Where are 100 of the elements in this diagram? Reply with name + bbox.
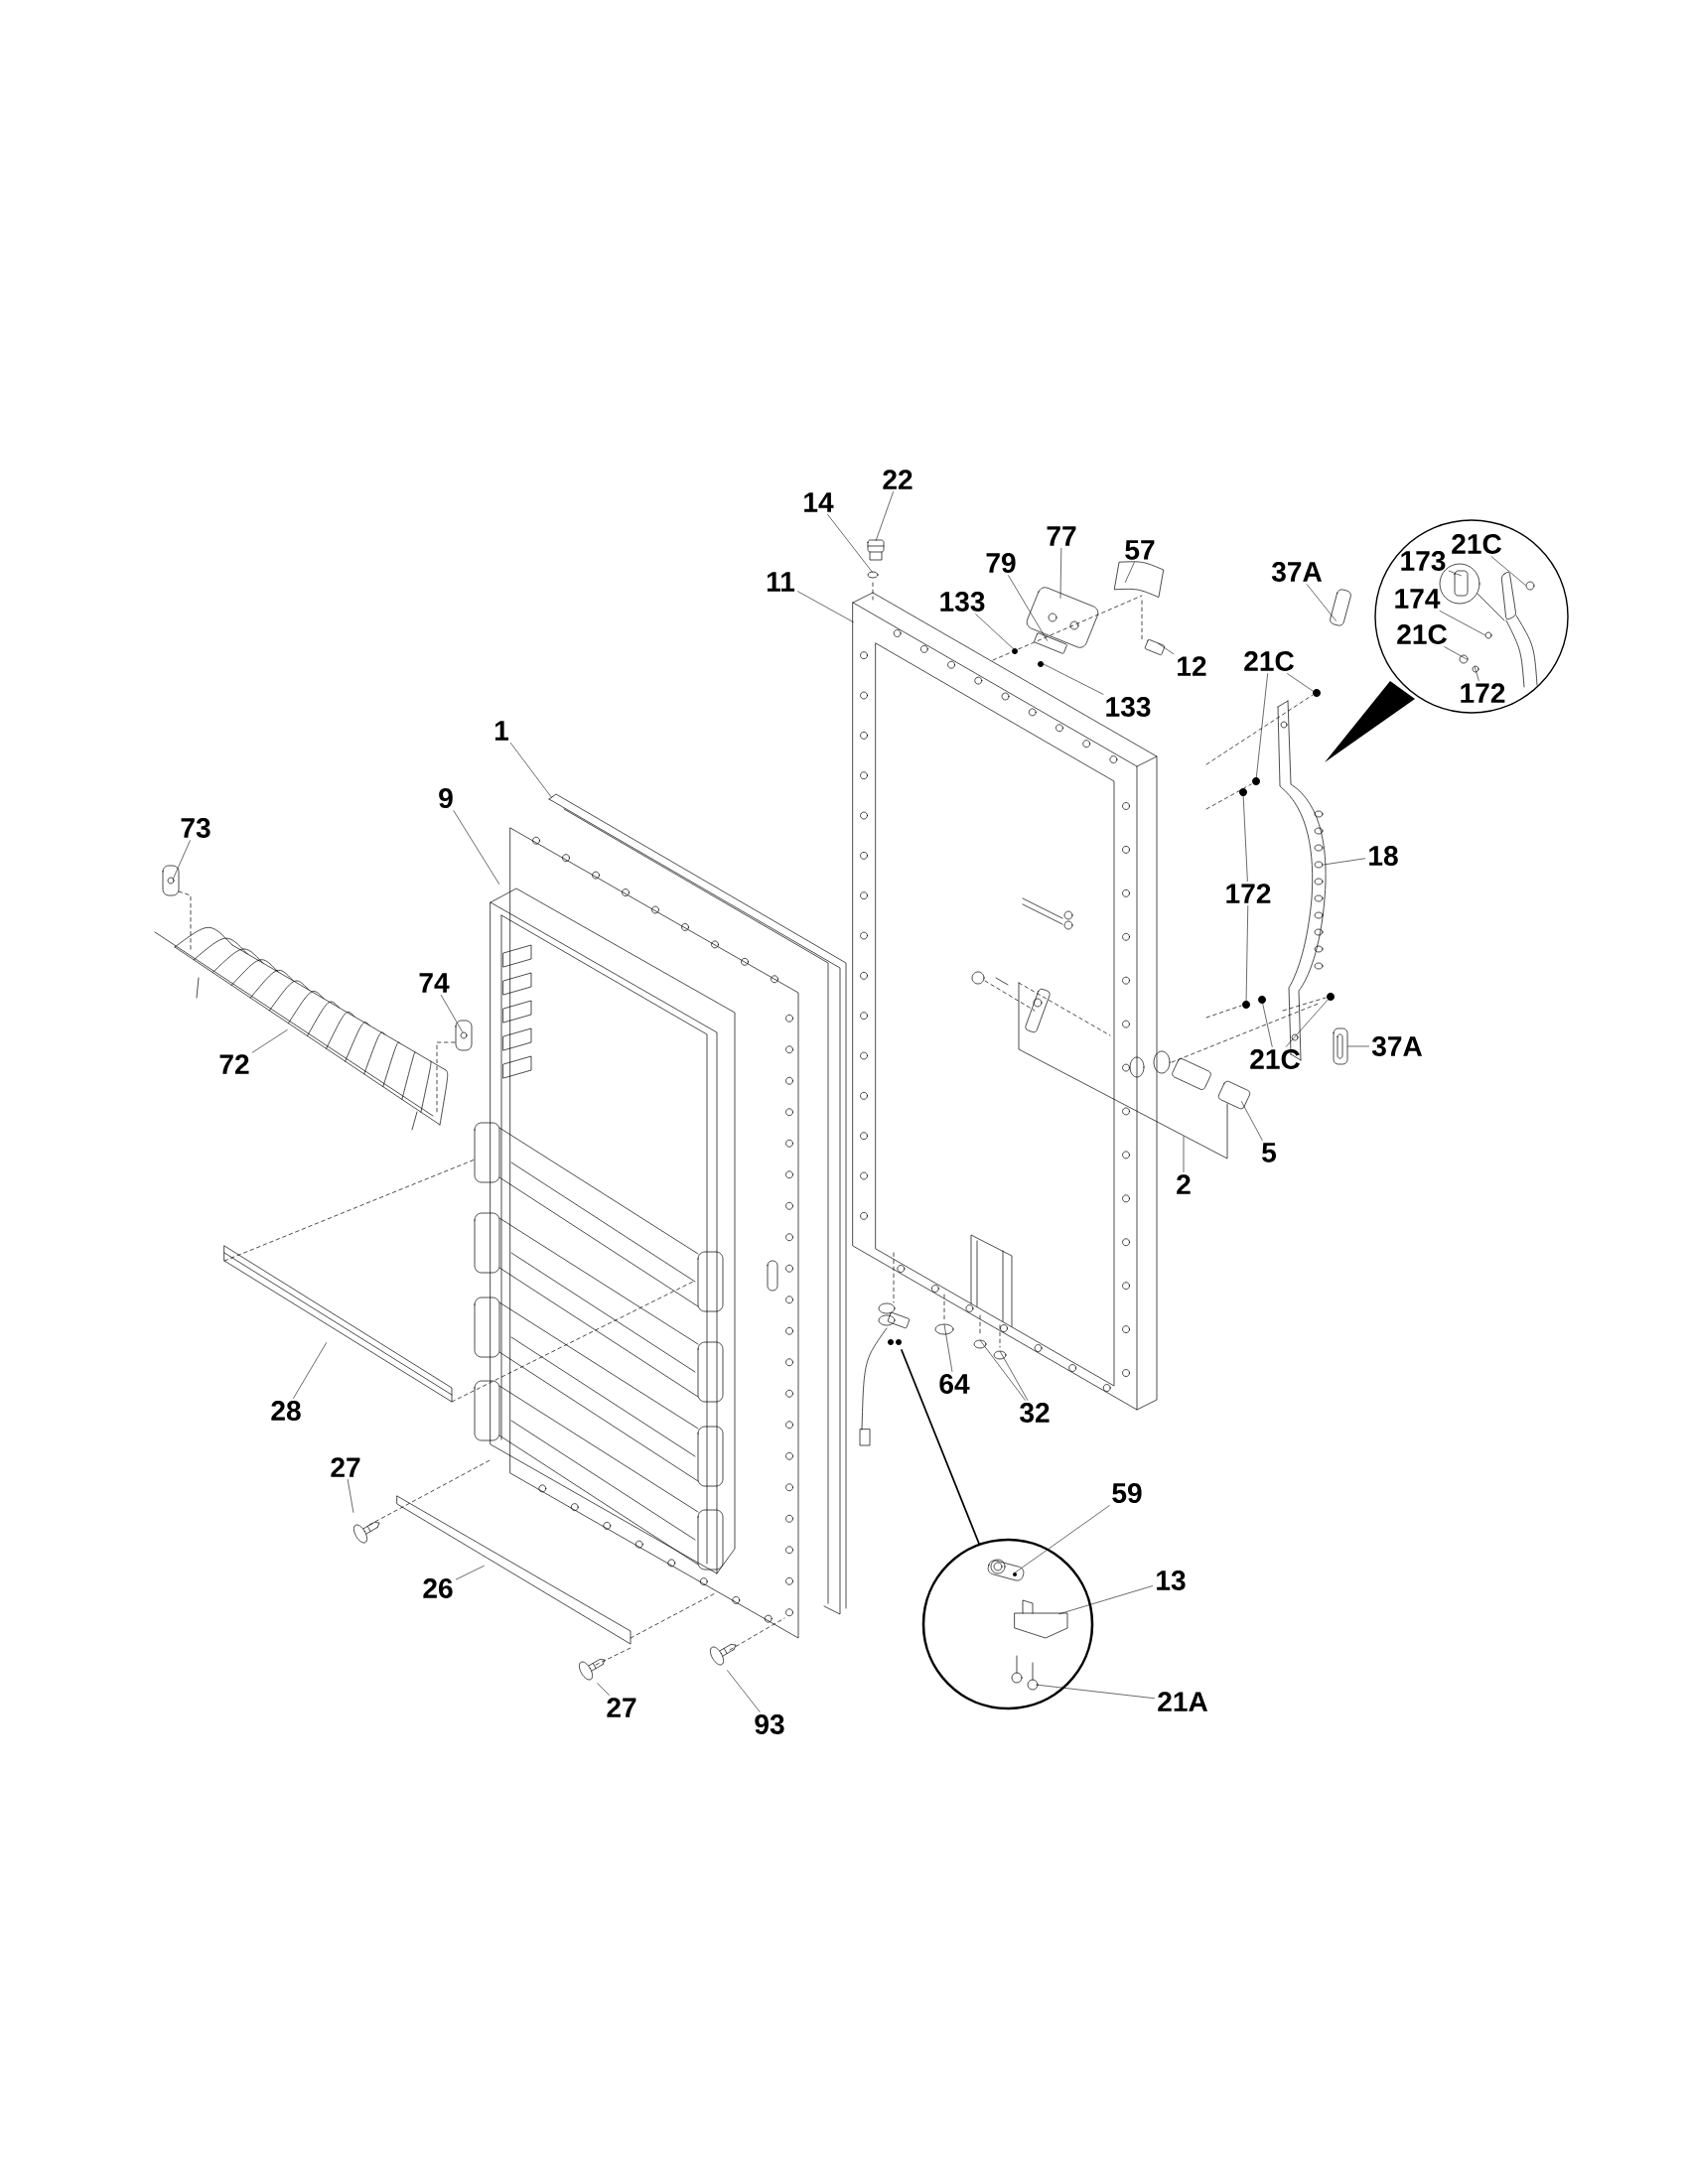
screw [579,1659,606,1681]
leader-line [1241,1101,1263,1141]
plate [1144,639,1166,655]
callout-number: 26 [423,1578,453,1598]
leader-line [440,995,463,1032]
leader-line [1474,666,1479,681]
leader-line [875,491,894,541]
callout-number: 11 [767,572,795,592]
callout-number: 5 [1262,1143,1277,1162]
screw [1327,993,1335,1001]
leader-line [1347,1045,1369,1047]
washer [973,1339,987,1349]
cover [1114,561,1165,598]
leader-line [293,1342,327,1399]
screw [710,1644,737,1666]
leader-line [1059,548,1062,599]
callout-number: 13 [1157,1570,1186,1590]
leader-line [1439,611,1485,635]
leader-line [980,1340,1026,1401]
washer [993,1350,1007,1360]
latch-bracket [971,971,1228,1160]
leader-line [1125,562,1135,583]
leader-line [1058,1585,1153,1615]
leader-line [1285,998,1330,1047]
callout-number: 73 [181,818,211,838]
leader-line [1245,905,1249,1004]
leader-line [509,743,552,798]
callout-number: 21A [1158,1692,1208,1711]
leader-line [827,514,873,573]
clip [455,1020,473,1051]
callout-number: 57 [1125,540,1155,560]
leader-line [1036,1684,1155,1700]
handle-cap [1333,1027,1348,1065]
leader-line [727,1670,761,1712]
spacer [1242,1001,1250,1009]
leader-line [252,1029,288,1053]
callout-number: 22 [883,470,913,489]
leader-line [1183,1136,1185,1172]
leader-line [975,614,1015,650]
handle-cap [1330,589,1351,626]
callout-number: 27 [607,1698,636,1717]
screw [1038,661,1044,667]
screw [1012,648,1018,654]
hinge-bracket [1014,1599,1068,1639]
leader-line [1444,646,1467,659]
leader-line [173,840,191,880]
clip [162,865,180,896]
screw [1525,581,1535,591]
callout-number: 64 [939,1374,970,1394]
callout-number: 21C [1244,651,1294,671]
leader-line [453,810,499,885]
washer [867,571,879,579]
spacer [1472,665,1479,673]
screw [1258,996,1266,1004]
leader-line [1242,793,1248,882]
callout-number: 12 [1178,656,1206,676]
callout-number: 21C [1452,534,1502,554]
callout-number: 32 [1020,1403,1050,1423]
leader-line [347,1479,354,1513]
screw [1459,654,1469,664]
leader-line [1287,673,1316,693]
wire-shelf [154,926,449,1131]
leader-line [1158,643,1174,654]
callout-number: 77 [1047,526,1076,546]
callout-number: 133 [1106,697,1151,717]
plate [987,1559,1025,1581]
leader-line [1261,1001,1273,1047]
leader-line [1008,575,1048,641]
callout-number: 173 [1401,551,1446,571]
callout-number: 172 [1226,884,1271,903]
screw [1484,631,1492,639]
callout-number: 21C [1250,1049,1300,1069]
callout-number: 172 [1461,683,1505,703]
leader-line [1324,858,1365,866]
leader-line [943,1324,953,1372]
leader-line [1000,1351,1029,1401]
callout-number: 14 [804,492,834,512]
leader-line [456,1566,485,1580]
spacer [1239,788,1247,796]
callout-number: 21C [1397,624,1447,644]
leader-line [1490,556,1526,586]
door-liner [474,827,799,1639]
screw [1011,1655,1039,1691]
plug [867,539,885,561]
rail [396,1495,632,1645]
callout-number: 37A [1271,562,1323,582]
plate [1034,632,1067,654]
leader-line [1255,673,1268,780]
screw [1252,777,1260,785]
leader-line [1306,584,1336,621]
leader-line [1448,570,1462,577]
callout-number: 1 [494,721,509,741]
callout-number: 18 [1369,846,1398,866]
gasket [548,793,847,1615]
callout-number: 9 [439,788,453,808]
leader-line [1042,663,1104,695]
callout-number: 37A [1371,1036,1423,1056]
screw [1313,689,1321,697]
leader-line [797,591,854,622]
screw [353,1522,380,1544]
